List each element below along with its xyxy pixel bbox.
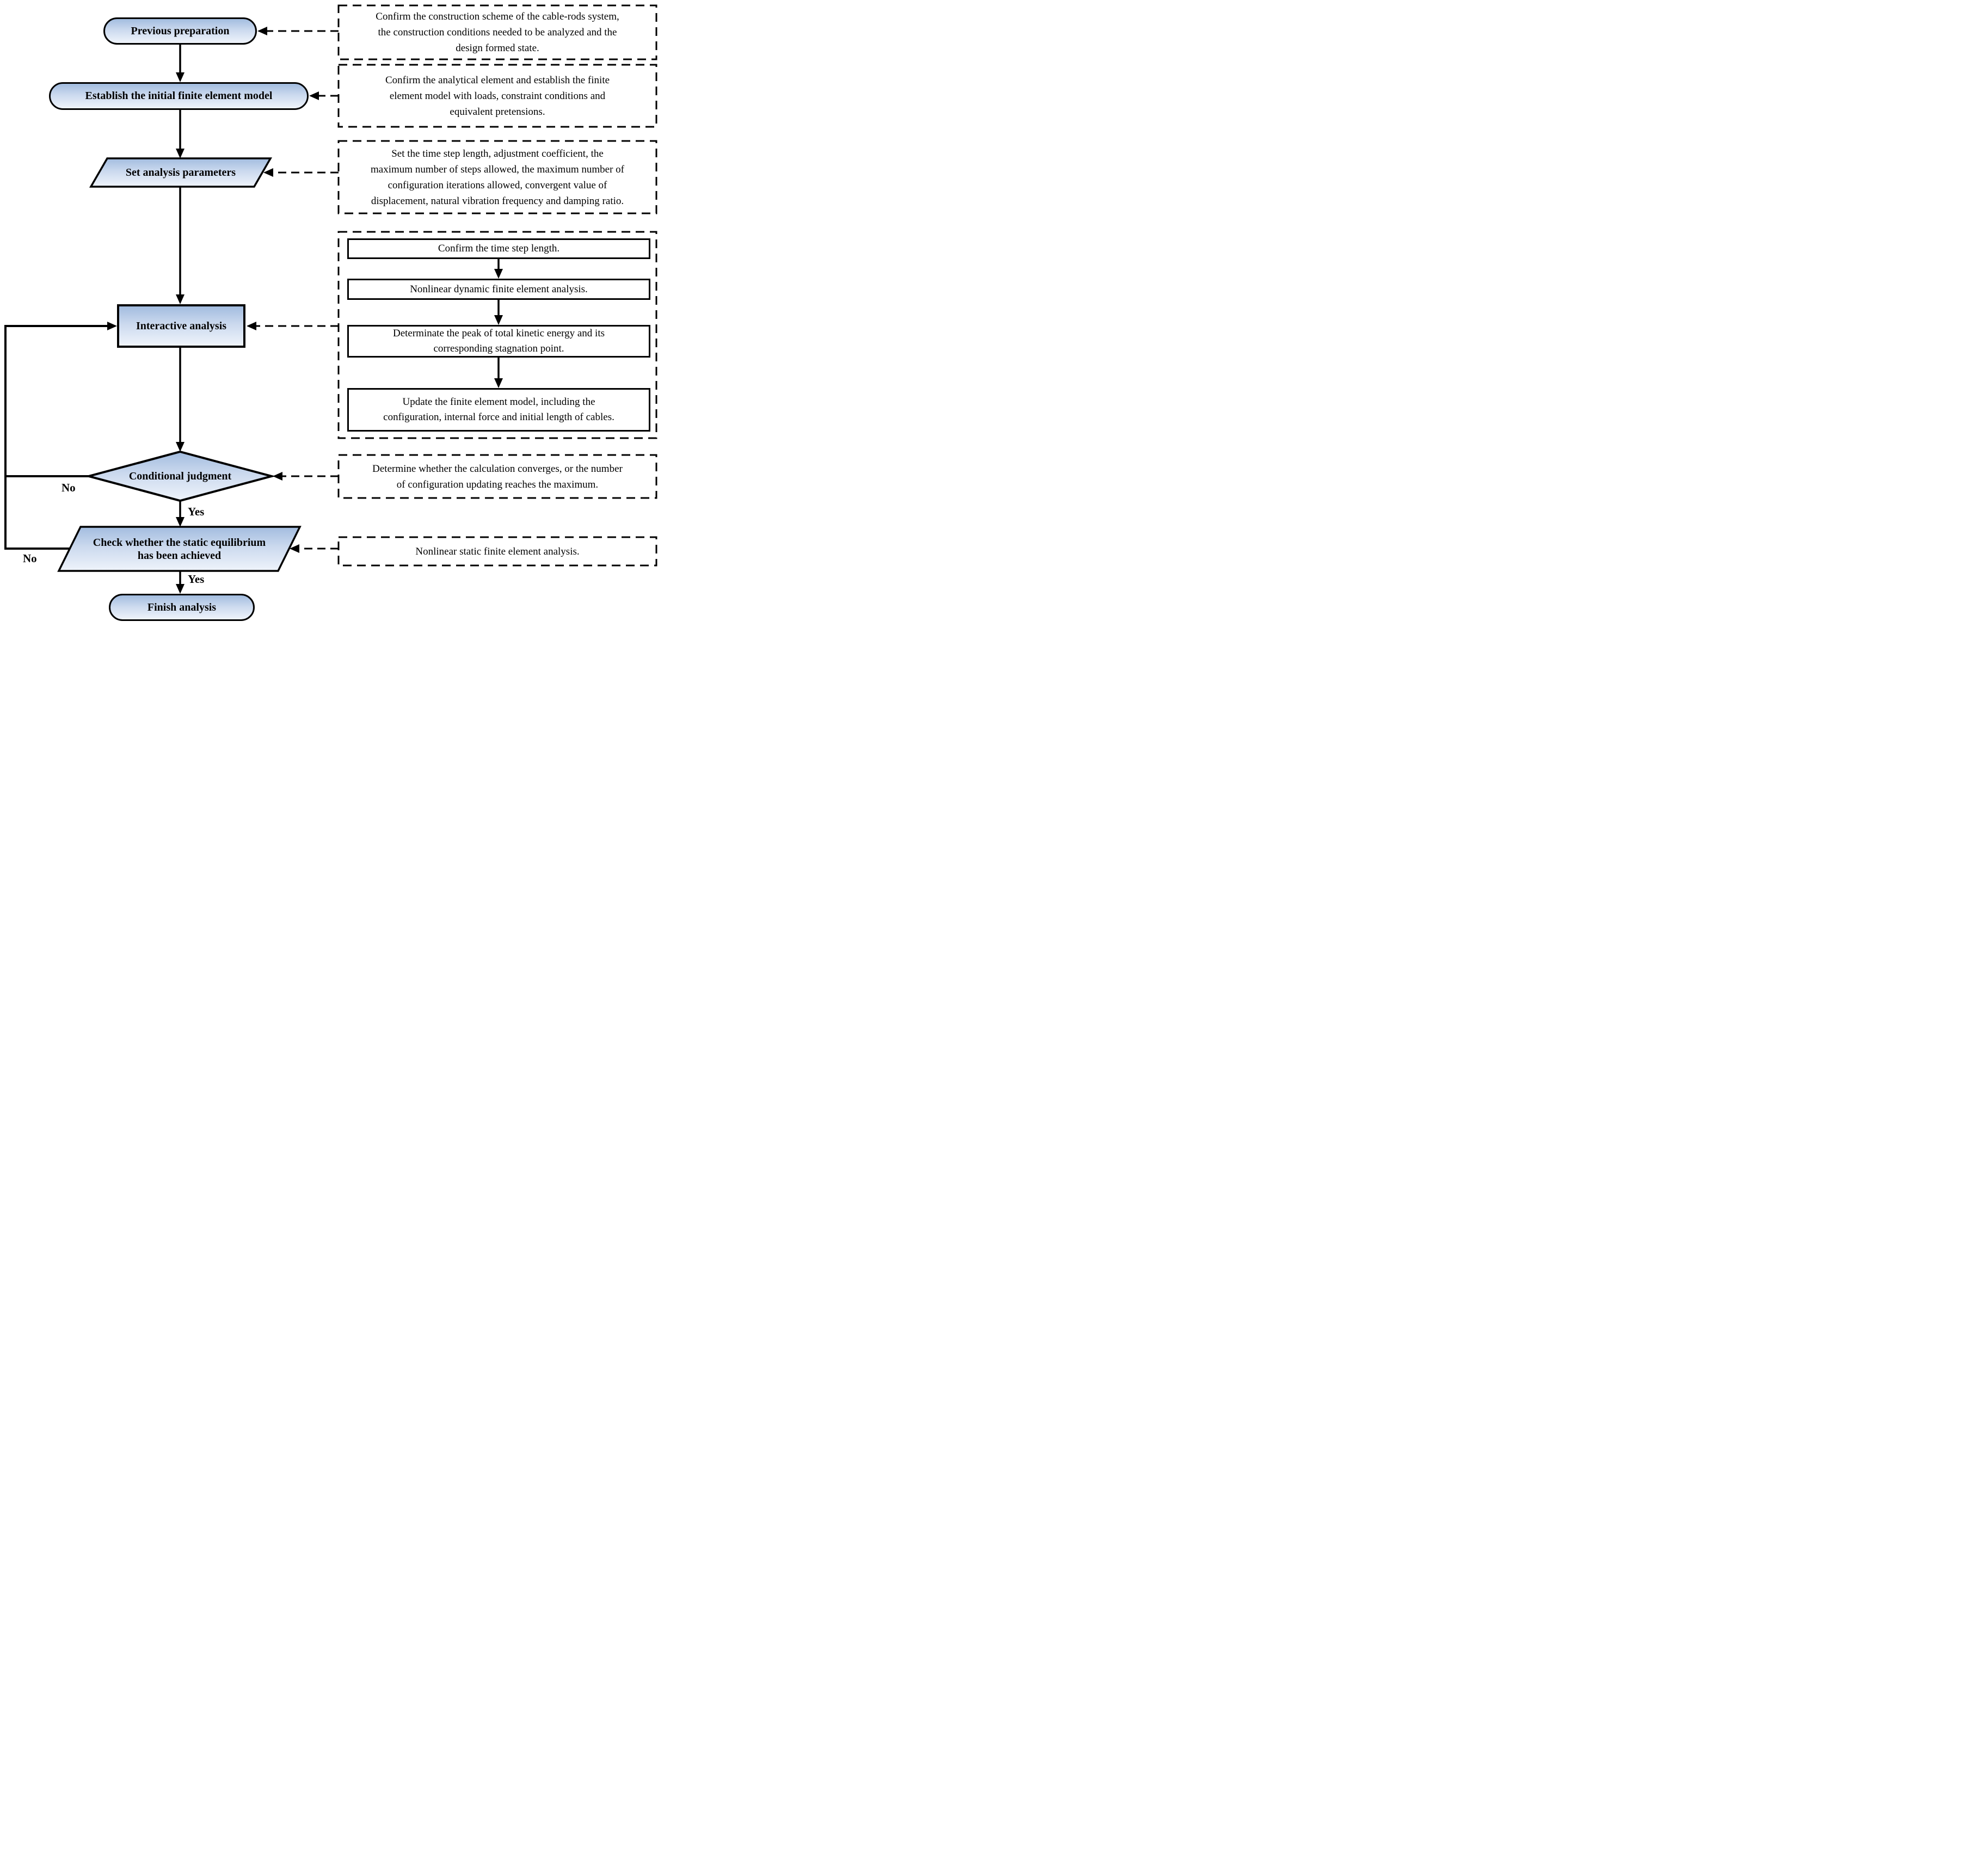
node-establish-model: Establish the initial finite element mod… [49, 82, 309, 110]
arrow-left-icon [309, 91, 319, 100]
arrow-right-icon [107, 322, 117, 330]
annotation-set-parameters: Set the time step length, adjustment coe… [371, 147, 624, 207]
arrow-down-icon [494, 378, 503, 388]
decision-diamond [84, 450, 276, 502]
edge-label-yes-2: Yes [188, 573, 205, 586]
annotation-check-equilibrium: Nonlinear static finite element analysis… [415, 545, 580, 557]
step-label: Determinate the peak of total kinetic en… [392, 328, 605, 354]
node-previous-preparation: Previous preparation [103, 17, 257, 45]
annotation-previous-preparation: Confirm the construction scheme of the c… [376, 11, 619, 54]
arrow-down-icon [494, 315, 503, 325]
arrow-down-icon [494, 269, 503, 279]
arrow-left-icon [257, 27, 267, 35]
edge-label-no-1: No [62, 481, 76, 494]
node-finish-analysis: Finish analysis [109, 594, 255, 621]
dashed-box-6 [337, 536, 657, 567]
arrow-down-icon [176, 517, 185, 527]
arrow-down-icon [176, 72, 185, 82]
step-label: Nonlinear dynamic finite element analysi… [410, 283, 588, 295]
node-label: Establish the initial finite element mod… [85, 90, 273, 102]
dashed-box-1 [337, 4, 657, 60]
annotation-establish-model: Confirm the analytical element and estab… [385, 74, 610, 118]
step-box-confirm-time-step: Confirm the time step length. [347, 238, 650, 259]
step-box-determinate-peak: Determinate the peak of total kinetic en… [347, 325, 650, 358]
arrow-left-icon [247, 322, 256, 330]
io-parallelogram-check-equilibrium [57, 526, 302, 572]
dashed-box-3 [337, 140, 657, 214]
node-label: Finish analysis [147, 601, 217, 613]
node-label: Interactive analysis [136, 319, 227, 332]
step-label: Confirm the time step length. [438, 243, 560, 254]
flowchart-figure: Previous preparation Establish the initi… [0, 0, 660, 627]
arrow-left-icon [290, 544, 299, 553]
annotation-conditional-judgment: Determine whether the calculation conver… [372, 463, 623, 490]
node-interactive-analysis: Interactive analysis [117, 304, 245, 348]
step-box-update-model: Update the finite element model, includi… [347, 388, 650, 432]
edge-label-no-2: No [23, 552, 37, 565]
arrow-left-icon [273, 472, 282, 481]
dashed-box-4 [337, 231, 657, 439]
edge-label-yes-1: Yes [188, 505, 205, 518]
arrow-down-icon [176, 584, 185, 594]
arrow-down-icon [176, 294, 185, 304]
arrow-down-icon [176, 149, 185, 158]
step-label: Update the finite element model, includi… [383, 396, 614, 423]
connector-layer [4, 4, 657, 594]
arrow-down-icon [176, 442, 185, 452]
node-label: Previous preparation [131, 24, 230, 37]
io-parallelogram-set-parameters [89, 157, 273, 188]
arrow-left-icon [263, 168, 273, 177]
step-box-nonlinear-dynamic: Nonlinear dynamic finite element analysi… [347, 279, 650, 300]
